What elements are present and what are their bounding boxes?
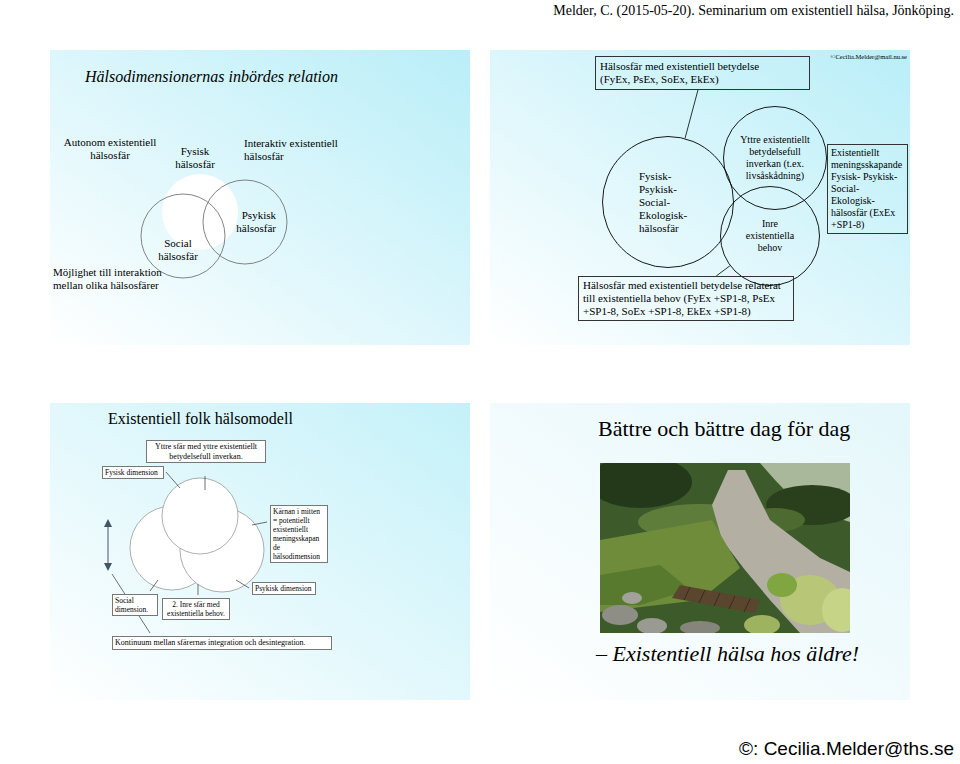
garden-photo <box>600 565 690 605</box>
garden-photo <box>744 599 750 612</box>
continuum-bracket <box>104 519 112 571</box>
leader-lines <box>112 472 267 633</box>
garden-photo <box>767 573 797 597</box>
circle-outline <box>603 137 734 268</box>
slide-text: Existentiell folk hälsomodell <box>108 410 293 428</box>
node-text: Fysisk dimension <box>105 468 161 477</box>
sphere-circle: Yttre existentiellt betydelsefull inverk… <box>723 106 827 210</box>
text-box: Hälsosfär med existentiell betydelse (Fy… <box>595 56 810 90</box>
sphere-label: Social hälsosfär <box>154 237 202 263</box>
model-circles <box>130 478 264 592</box>
garden-photo <box>684 587 690 600</box>
garden-photo <box>729 596 735 609</box>
copyright-note: ©: Cecilia.Melder@ths.se <box>739 738 954 760</box>
sphere-label: Autonom existentiell hälsosfär <box>60 136 160 162</box>
node-text: Fysisk- Psykisk- Social- Ekologisk- häls… <box>639 170 697 235</box>
continuum-bracket <box>108 524 109 566</box>
garden-photo <box>672 585 760 613</box>
leader-lines <box>198 584 199 595</box>
circle-outline <box>724 107 827 210</box>
sphere-label: Psykisk hälsosfär <box>222 209 276 235</box>
leader-lines <box>150 580 158 591</box>
node-text: Inre existentiella behov <box>739 218 801 254</box>
slide-ground <box>490 403 910 700</box>
text-box: Hälsosfär med existentiell betydelse rel… <box>578 276 794 321</box>
sphere-circle: Inre existentiella behov <box>720 186 820 286</box>
node-text: Hälsosfär med existentiell betydelse rel… <box>583 279 789 318</box>
garden-photo <box>744 615 780 633</box>
garden-photo <box>637 618 667 633</box>
callout-box: Kontinuum mellan sfärernas integration o… <box>112 636 332 650</box>
garden-photo <box>600 463 850 633</box>
callout-box: Psykisk dimension <box>252 582 316 595</box>
sphere-circles <box>141 174 287 278</box>
text-box: Existentiellt meningsskapande Fysisk- Ps… <box>827 144 908 234</box>
garden-photo <box>699 590 705 603</box>
leader-lines <box>236 580 249 588</box>
leader-connector <box>716 266 730 276</box>
garden-photo <box>600 463 692 508</box>
note-label: Möjlighet till interaktion mellan olika … <box>53 266 171 292</box>
model-circles <box>162 478 238 554</box>
slide-ground <box>50 50 910 700</box>
sphere-circles <box>203 180 287 264</box>
leader-lines <box>166 472 180 488</box>
leader-lines <box>252 522 267 525</box>
slide-text: Hälsodimensionernas inbördes relation <box>85 68 338 86</box>
circle-outline <box>721 187 820 286</box>
callout-box: Kärnan i mitten = potentiellt existentie… <box>270 505 328 563</box>
node-text: 2. Inre sfär med existentiella behov. <box>165 600 227 618</box>
node-text: Kärnan i mitten = potentiellt existentie… <box>273 507 325 561</box>
node-text: Kontinuum mellan sfärernas integration o… <box>115 638 329 648</box>
garden-photo <box>622 592 642 604</box>
sphere-circle: Fysisk- Psykisk- Social- Ekologisk- häls… <box>602 136 734 268</box>
callout-box: Fysisk dimension <box>102 466 164 479</box>
leader-lines <box>205 476 206 490</box>
callout-box: Social dimension. <box>112 594 158 616</box>
slide-text: – Existentiell hälsa hos äldre! <box>596 641 859 667</box>
garden-photo <box>680 621 720 633</box>
garden-photo <box>822 588 850 632</box>
slide-ground <box>50 50 470 345</box>
node-text: Hälsosfär med existentiell betydelse (Fy… <box>600 60 782 86</box>
garden-photo <box>602 605 638 625</box>
slide-ground <box>50 403 470 700</box>
slide-panel: ©Cecilia.Melder@mail.nu.seHälsosfär med … <box>490 50 910 345</box>
sphere-label: Fysisk hälsosfär <box>171 145 219 171</box>
node-text: Yttre existentiellt betydelsefull inverk… <box>733 134 817 182</box>
slide-text: Bättre och bättre dag för dag <box>598 416 850 442</box>
callout-box: Yttre sfär med yttre existentiellt betyd… <box>146 440 266 463</box>
slide-panel: Hälsodimensionernas inbördes relation <box>50 50 470 345</box>
callout-box: 2. Inre sfär med existentiella behov. <box>162 598 230 620</box>
slide-panel: Existentiell folk hälsomodellFysisk dime… <box>50 403 470 700</box>
node-text: Social dimension. <box>115 596 155 614</box>
node-text: Existentiellt meningsskapande Fysisk- Ps… <box>831 147 904 231</box>
continuum-bracket <box>104 519 112 527</box>
running-header: Melder, C. (2015-05-20). Seminarium om e… <box>553 3 954 19</box>
leader-connector <box>685 90 698 138</box>
garden-photo <box>714 593 720 606</box>
node-text: Yttre sfär med yttre existentiellt betyd… <box>149 442 263 461</box>
slide-ground <box>490 50 910 345</box>
slide-text: ©Cecilia.Melder@mail.nu.se <box>831 53 907 60</box>
node-text: Psykisk dimension <box>255 584 313 593</box>
continuum-bracket <box>104 563 112 571</box>
sphere-circles <box>141 194 225 278</box>
slide-panel: Bättre och bättre dag för dag – Existenti… <box>490 403 910 700</box>
sphere-label: Interaktiv existentiell hälsosfär <box>244 137 354 163</box>
